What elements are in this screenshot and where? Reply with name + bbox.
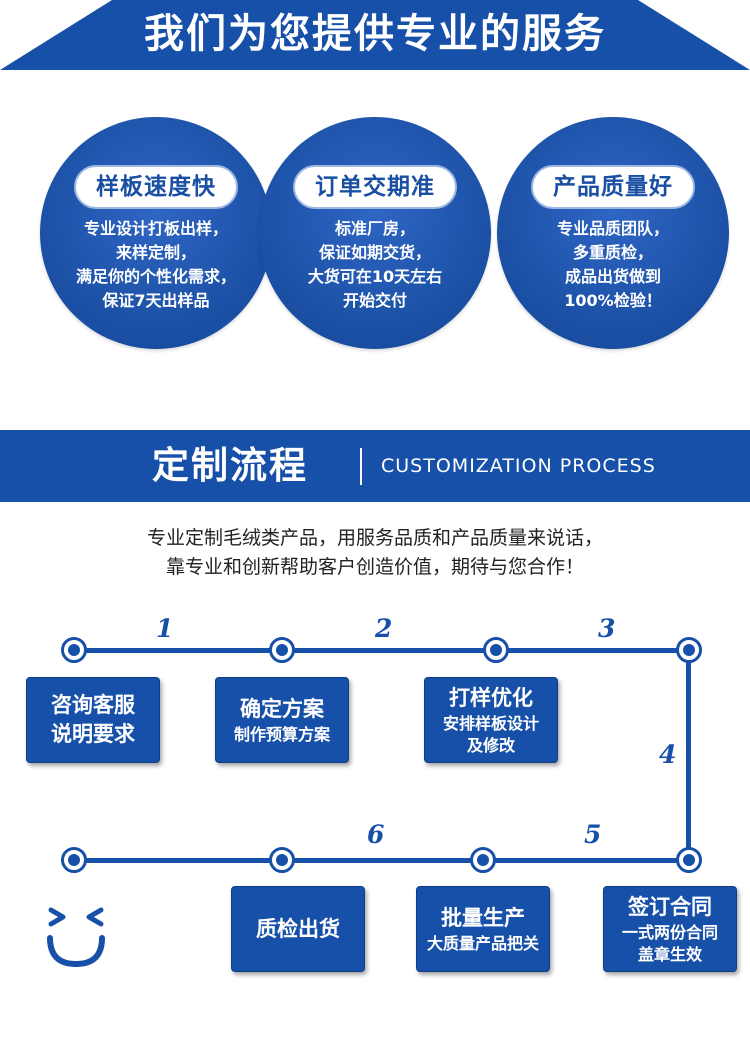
step-box-consult: 咨询客服 说明要求 [26, 677, 160, 763]
step-box-plan: 确定方案 制作预算方案 [215, 677, 349, 763]
step-number-6: 6 [367, 820, 385, 849]
step-box-sample: 打样优化 安排样板设计 及修改 [424, 677, 558, 763]
service-line: 专业设计打板出样， [83, 219, 228, 238]
service-description: 专业设计打板出样， 来样定制， 满足你的个性化需求， 保证7天出样品 [40, 217, 272, 313]
service-line: 开始交付 [342, 291, 407, 310]
service-line: 标准厂房， [334, 219, 415, 238]
flow-node [61, 637, 87, 663]
step-number-4: 4 [659, 740, 677, 769]
step-title: 批量生产 [441, 905, 525, 930]
service-line: 保证如期交货， [318, 243, 431, 262]
service-title: 订单交期准 [293, 165, 457, 209]
step-title: 确定方案 [240, 696, 324, 721]
step-title: 咨询客服 [51, 693, 135, 717]
process-heading-divider [360, 448, 362, 485]
step-number-5: 5 [584, 820, 602, 849]
step-title: 质检出货 [256, 916, 340, 941]
step-box-production: 批量生产 大质量产品把关 [416, 886, 550, 972]
step-title: 打样优化 [449, 685, 533, 710]
step-number-1: 1 [156, 614, 174, 643]
service-line: 成品出货做到 [564, 267, 661, 286]
top-banner: 我们为您提供专业的服务 [0, 0, 750, 70]
service-circle-quality: 产品质量好 专业品质团队， 多重质检， 成品出货做到 100%检验！ [497, 117, 729, 349]
flow-node [483, 637, 509, 663]
step-subtitle: 及修改 [466, 735, 515, 755]
service-title: 产品质量好 [531, 165, 695, 209]
step-subtitle: 制作预算方案 [233, 724, 330, 744]
top-banner-slant-left [0, 0, 112, 70]
service-line: 专业品质团队， [556, 219, 669, 238]
intro-line: 靠专业和创新帮助客户创造价值，期待与您合作！ [165, 556, 584, 578]
service-title: 样板速度快 [74, 165, 238, 209]
step-number-2: 2 [375, 614, 393, 643]
service-description: 专业品质团队， 多重质检， 成品出货做到 100%检验！ [497, 217, 729, 313]
flow-node [676, 847, 702, 873]
flow-node [676, 637, 702, 663]
flow-node [470, 847, 496, 873]
step-subtitle: 一式两份合同 [621, 922, 718, 942]
step-box-inspection: 质检出货 [231, 886, 365, 972]
flow-node [61, 847, 87, 873]
service-line: 100%检验！ [564, 291, 662, 310]
service-line: 多重质检， [572, 243, 653, 262]
flow-node [269, 847, 295, 873]
step-box-contract: 签订合同 一式两份合同 盖章生效 [603, 886, 737, 972]
service-line: 大货可在10天左右 [307, 267, 443, 286]
step-subtitle: 盖章生效 [637, 944, 702, 964]
flow-line-bottom [74, 858, 690, 863]
process-heading: 定制流程 [152, 444, 308, 487]
process-subheading: CUSTOMIZATION PROCESS [381, 455, 656, 477]
step-title: 签订合同 [628, 894, 712, 919]
intro-line: 专业定制毛绒类产品，用服务品质和产品质量来说话， [146, 527, 603, 549]
process-intro: 专业定制毛绒类产品，用服务品质和产品质量来说话， 靠专业和创新帮助客户创造价值，… [0, 524, 750, 582]
top-banner-bar [0, 0, 750, 70]
flow-line-top [74, 648, 690, 653]
page-title: 我们为您提供专业的服务 [144, 11, 606, 57]
service-line: 满足你的个性化需求， [75, 267, 236, 286]
service-line: 来样定制， [115, 243, 196, 262]
step-subtitle: 大质量产品把关 [426, 933, 539, 953]
process-banner: 定制流程 CUSTOMIZATION PROCESS [0, 430, 750, 502]
step-subtitle: 说明要求 [51, 722, 135, 746]
flow-line-right [686, 650, 691, 862]
service-circle-speed: 样板速度快 专业设计打板出样， 来样定制， 满足你的个性化需求， 保证7天出样品 [40, 117, 272, 349]
service-description: 标准厂房， 保证如期交货， 大货可在10天左右 开始交付 [259, 217, 491, 313]
step-subtitle: 安排样板设计 [442, 713, 539, 733]
service-circle-delivery: 订单交期准 标准厂房， 保证如期交货， 大货可在10天左右 开始交付 [259, 117, 491, 349]
smiley-face-icon [47, 907, 105, 968]
step-number-3: 3 [598, 614, 616, 643]
flow-node [269, 637, 295, 663]
top-banner-slant-right [638, 0, 750, 70]
service-line: 保证7天出样品 [102, 291, 210, 310]
